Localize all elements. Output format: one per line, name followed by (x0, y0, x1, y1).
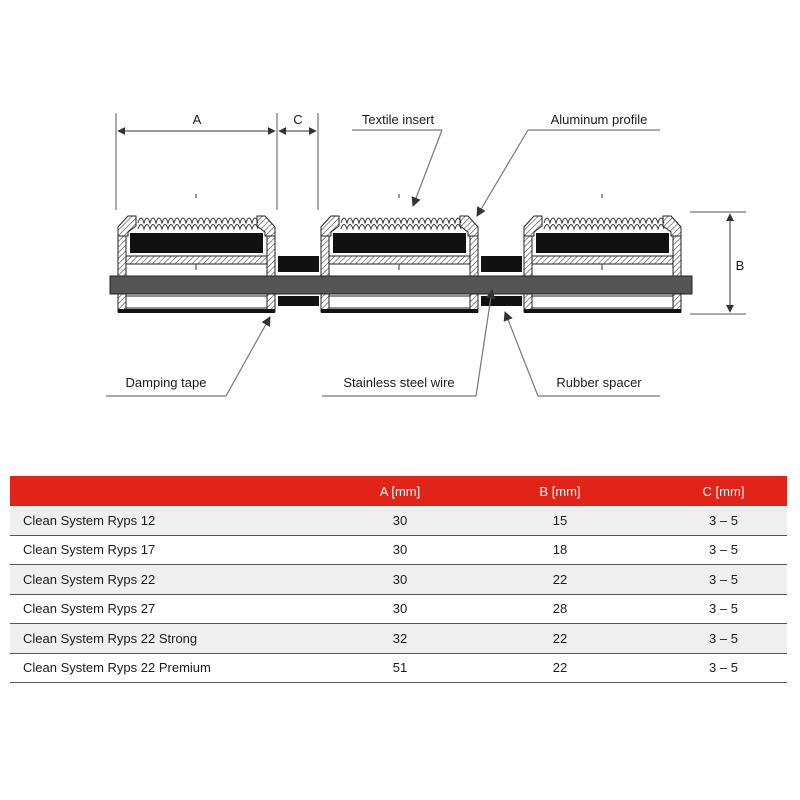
column-header-a: A [mm] (379, 483, 421, 499)
callout-damping-tape: Damping tape (106, 316, 271, 397)
table-row: Clean System Ryps 27 30 28 3 – 5 (10, 594, 787, 624)
rubber-spacer-1-lower (278, 296, 319, 306)
value-a: 30 (340, 564, 460, 595)
value-a: 30 (340, 506, 460, 536)
product-name: Clean System Ryps 17 (10, 535, 340, 565)
column-header-c: C [mm] (702, 483, 745, 499)
textile-insert-label: Textile insert (362, 112, 435, 127)
value-b: 28 (460, 594, 660, 624)
column-header-product (10, 476, 340, 506)
dimension-b: B (690, 211, 746, 315)
column-header-b: B [mm] (539, 483, 581, 499)
dimension-a-label: A (193, 112, 202, 127)
rubber-spacer-label: Rubber spacer (556, 375, 642, 390)
value-b: 22 (460, 653, 660, 683)
dimension-a: A (115, 112, 278, 210)
table-row: Clean System Ryps 17 30 18 3 – 5 (10, 535, 787, 565)
table-row: Clean System Ryps 22 Strong 32 22 3 – 5 (10, 623, 787, 654)
dimension-c-label: C (293, 112, 302, 127)
damping-tape-label: Damping tape (126, 375, 207, 390)
value-b: 22 (460, 564, 660, 595)
value-a: 32 (340, 623, 460, 654)
value-a: 30 (340, 535, 460, 565)
steel-wire-label: Stainless steel wire (343, 375, 454, 390)
table-row: Clean System Ryps 22 30 22 3 – 5 (10, 564, 787, 595)
dimension-b-label: B (736, 258, 745, 273)
profile-module-3 (523, 194, 682, 313)
product-name: Clean System Ryps 22 Premium (10, 653, 340, 683)
value-c: 3 – 5 (660, 594, 787, 624)
value-a: 30 (340, 594, 460, 624)
value-c: 3 – 5 (660, 506, 787, 536)
profile-module-2 (320, 194, 479, 313)
table-row: Clean System Ryps 12 30 15 3 – 5 (10, 506, 787, 536)
value-b: 22 (460, 623, 660, 654)
product-name: Clean System Ryps 27 (10, 594, 340, 624)
callout-rubber-spacer: Rubber spacer (503, 311, 660, 397)
dimension-c: C (278, 112, 319, 210)
value-b: 15 (460, 506, 660, 536)
value-a: 51 (340, 653, 460, 683)
cross-section-diagram: A C B Textile insert Aluminum profile Da… (106, 112, 746, 397)
rubber-spacer-1 (278, 256, 319, 272)
value-c: 3 – 5 (660, 653, 787, 683)
profile-module-1 (117, 194, 276, 313)
product-name: Clean System Ryps 12 (10, 506, 340, 536)
product-name: Clean System Ryps 22 Strong (10, 623, 340, 654)
aluminum-profile-label: Aluminum profile (551, 112, 648, 127)
value-c: 3 – 5 (660, 535, 787, 565)
value-b: 18 (460, 535, 660, 565)
value-c: 3 – 5 (660, 564, 787, 595)
callout-textile-insert: Textile insert (352, 112, 443, 207)
table-row: Clean System Ryps 22 Premium 51 22 3 – 5 (10, 653, 787, 683)
callout-aluminum-profile: Aluminum profile (476, 112, 660, 217)
table-header-row: A [mm] B [mm] C [mm] (10, 476, 787, 506)
rubber-spacer-2-lower (481, 296, 522, 306)
value-c: 3 – 5 (660, 623, 787, 654)
callout-steel-wire: Stainless steel wire (322, 289, 496, 397)
product-name: Clean System Ryps 22 (10, 564, 340, 595)
steel-wire (109, 275, 693, 295)
spec-table: A [mm] B [mm] C [mm] Clean System Ryps 1… (10, 476, 787, 683)
rubber-spacer-2 (481, 256, 522, 272)
